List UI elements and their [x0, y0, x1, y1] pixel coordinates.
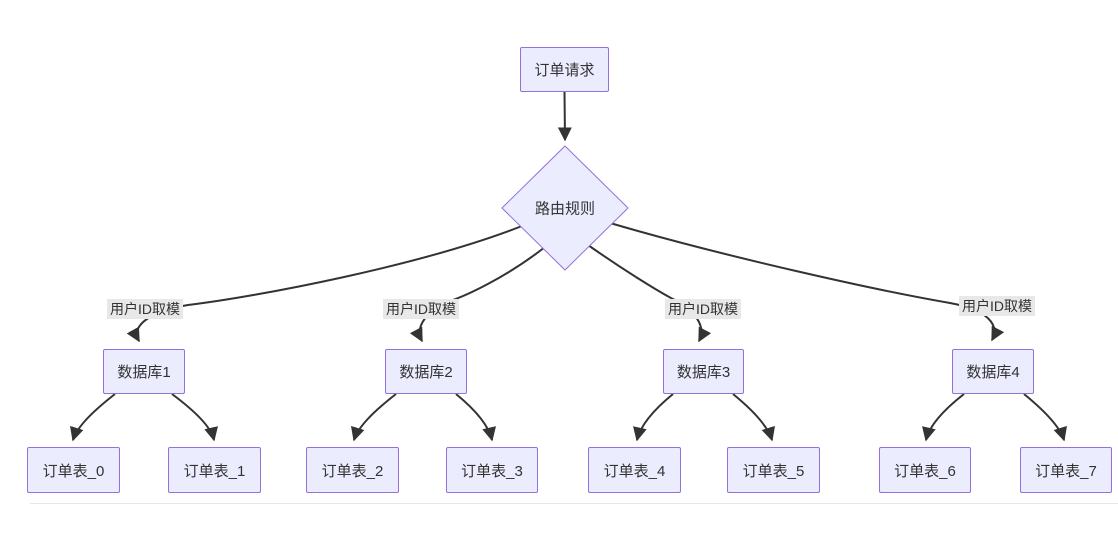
- edge-db3-to-table4: [633, 393, 674, 442]
- edge-db2-to-table2: [351, 393, 397, 442]
- node-order-table-1: 订单表_1: [168, 447, 261, 493]
- edge-router-to-db1: [126, 225, 523, 343]
- edge-db4-to-table6: [922, 393, 965, 442]
- node-routing-rule-diamond: [501, 145, 629, 271]
- node-database-2: 数据库2: [385, 349, 467, 394]
- edge-label-user-id-mod-1: 用户ID取模: [107, 299, 183, 319]
- node-database-1: 数据库1: [103, 349, 185, 394]
- node-order-table-3: 订单表_3: [446, 447, 538, 493]
- edge-db4-to-table7: [1023, 393, 1067, 442]
- edge-db3-to-table5: [732, 393, 775, 442]
- edge-label-user-id-mod-3: 用户ID取模: [665, 299, 741, 319]
- node-order-table-6: 订单表_6: [879, 447, 971, 493]
- node-order-table-2: 订单表_2: [306, 447, 399, 493]
- edge-db1-to-table1: [171, 393, 218, 442]
- edge-router-to-db3: [587, 244, 712, 343]
- edge-router-to-db2: [409, 246, 546, 343]
- node-routing-rule-label: 路由规则: [534, 200, 596, 218]
- node-order-table-4: 订单表_4: [588, 447, 681, 493]
- edge-label-user-id-mod-4: 用户ID取模: [959, 296, 1035, 316]
- bottom-divider: [30, 503, 1118, 504]
- node-order-request: 订单请求: [520, 47, 609, 92]
- node-order-table-5: 订单表_5: [727, 447, 820, 493]
- node-order-table-7: 订单表_7: [1020, 447, 1112, 493]
- edge-db1-to-table0: [70, 393, 116, 442]
- node-database-4: 数据库4: [952, 349, 1034, 394]
- node-order-table-0: 订单表_0: [27, 447, 120, 493]
- edge-label-user-id-mod-2: 用户ID取模: [383, 299, 459, 319]
- edge-request-to-router: [557, 91, 572, 142]
- edge-router-to-db4: [609, 222, 1005, 342]
- edge-db2-to-table3: [455, 393, 496, 442]
- node-database-3: 数据库3: [663, 349, 744, 394]
